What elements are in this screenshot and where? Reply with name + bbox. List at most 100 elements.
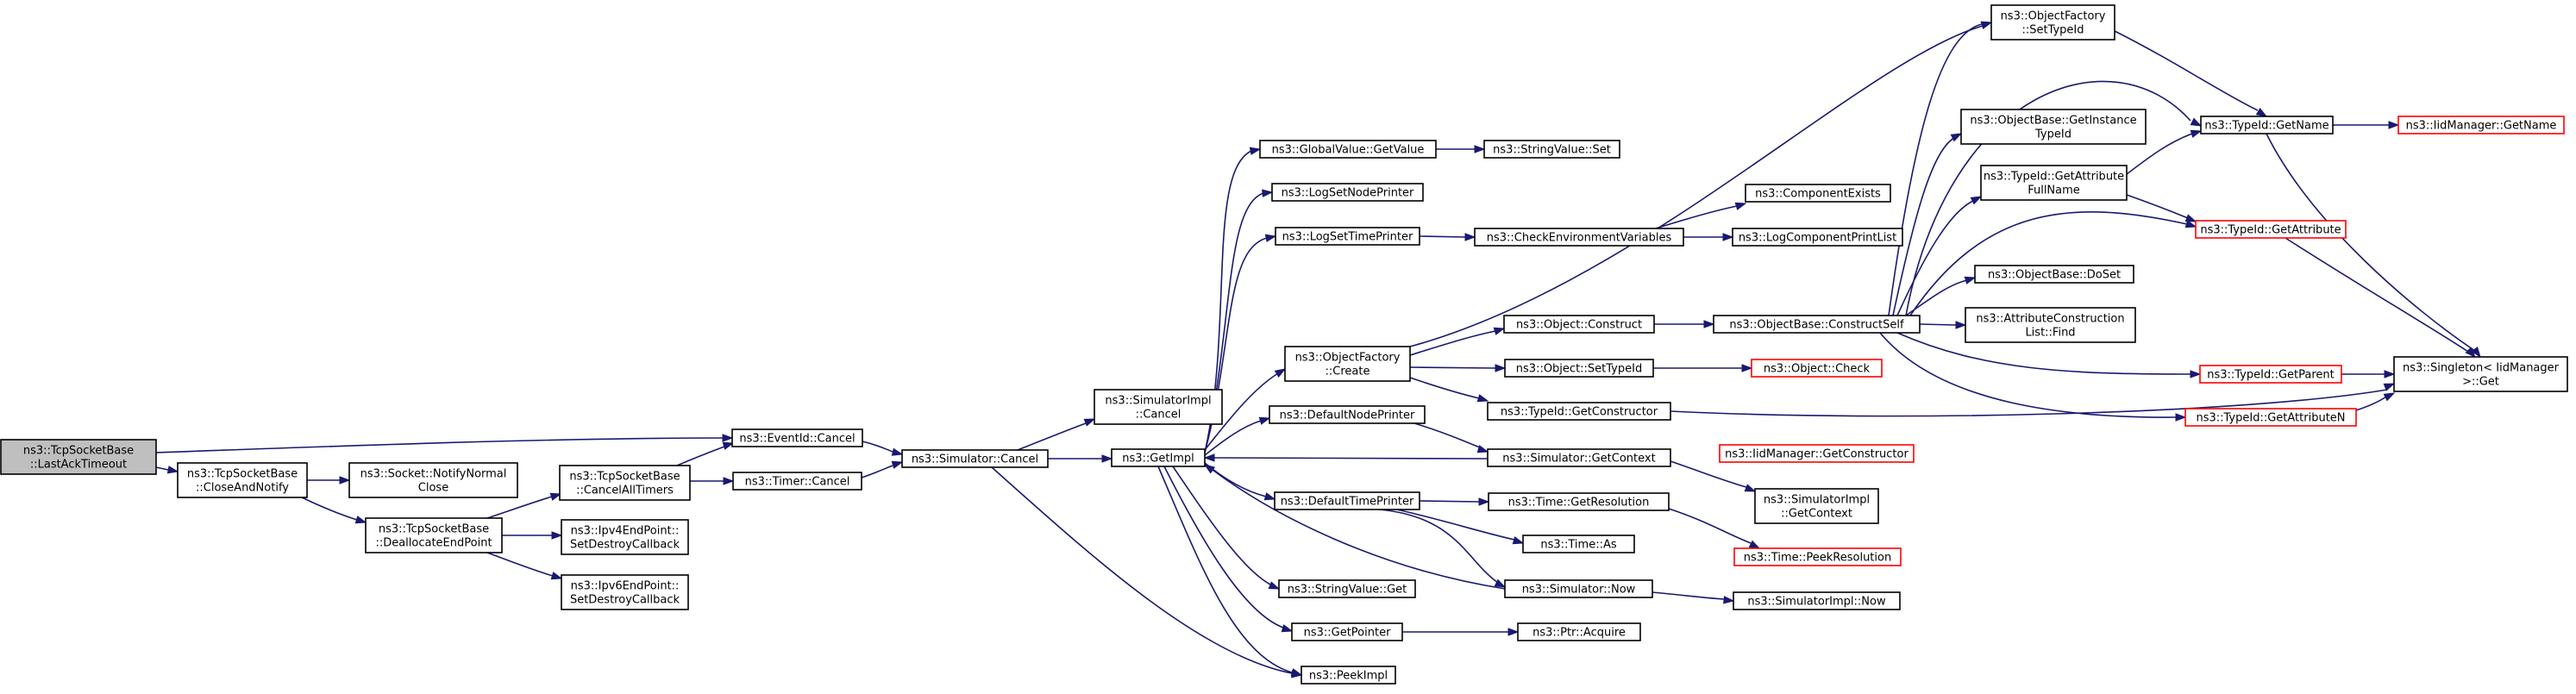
call-edge-line [486,496,553,519]
node-stringvalue-get[interactable]: ns3::StringValue::Get [1278,579,1416,598]
node-typeid-getname[interactable]: ns3::TypeId::GetName [2200,116,2334,134]
call-edge [1204,416,1271,456]
node-box [1517,622,1641,641]
node-checkenvvars[interactable]: ns3::CheckEnvironmentVariables [1474,228,1684,247]
arrowhead [2471,346,2481,359]
node-typeid-getconstructor[interactable]: ns3::TypeId::GetConstructor [1487,402,1671,421]
node-objectfactory-create[interactable]: ns3::ObjectFactory::Create [1284,346,1411,382]
arrowhead [2190,117,2203,127]
call-edge [1683,233,1734,241]
call-edge-line [1652,591,1725,600]
node-time-peekresolution[interactable]: ns3::Time::PeekResolution [1733,547,1902,566]
node-box [559,465,691,501]
call-edge [1905,80,2203,316]
node-iidmanager-getname[interactable]: ns3::IidManager::GetName [2397,116,2565,134]
call-edge-line [1409,330,1496,356]
node-cancelalltimers[interactable]: ns3::TcpSocketBase::CancelAllTimers [559,465,691,501]
node-object-check[interactable]: ns3::Object::Check [1751,359,1883,378]
arrowhead [2255,108,2268,117]
node-object-settypeid[interactable]: ns3::Object::SetTypeId [1504,359,1654,378]
arrowhead [2184,220,2197,228]
call-edge [1172,466,1281,590]
call-edge [1409,327,1506,356]
node-ptr-acquire[interactable]: ns3::Ptr::Acquire [1517,622,1641,641]
node-timer-cancel[interactable]: ns3::Timer::Cancel [732,472,862,491]
node-label: ns3::Object::SetTypeId [1516,363,1642,376]
node-simulator-now[interactable]: ns3::Simulator::Now [1504,579,1653,598]
node-simulator-cancel[interactable]: ns3::Simulator::Cancel [901,449,1049,468]
node-root[interactable]: ns3::TcpSocketBase::LastAckTimeout [0,439,157,475]
node-simulator-getcontext[interactable]: ns3::Simulator::GetContext [1487,448,1671,467]
node-defaulttimeprinter[interactable]: ns3::DefaultTimePrinter [1274,491,1420,510]
call-edge [862,441,904,456]
node-ipv6-setdestroy[interactable]: ns3::Ipv6EndPoint::SetDestroyCallback [561,574,689,610]
node-logsetnodeprinter[interactable]: ns3::LogSetNodePrinter [1271,183,1424,202]
call-edge [1892,133,1963,316]
arrowhead [1950,133,1963,142]
node-label: SetDestroyCallback [570,594,680,607]
node-simulatorimpl-now[interactable]: ns3::SimulatorImpl::Now [1733,591,1901,610]
node-label: ns3::ObjectBase::GetInstance [1970,115,2136,128]
node-logcomponentprintlist[interactable]: ns3::LogComponentPrintList [1732,228,1903,247]
call-edge [1157,466,1303,677]
arrowhead [1268,581,1281,590]
node-time-getresolution[interactable]: ns3::Time::GetResolution [1488,492,1670,511]
call-edge-line [991,466,1293,674]
arrowhead [1493,327,1506,335]
node-label: ::Cancel [1136,409,1181,422]
call-edge [1402,628,1520,636]
call-edge [1896,332,2202,378]
node-typeid-getattributen[interactable]: ns3::TypeId::GetAttributeN [2184,408,2357,427]
call-edge [1203,453,1489,462]
call-edge [307,476,351,485]
arrowhead [723,477,735,485]
call-edge-line [1204,420,1262,456]
node-simulatorimpl-getcontext[interactable]: ns3::SimulatorImpl::GetContext [1754,488,1879,524]
node-box [1990,4,2115,41]
call-edge [1653,364,1753,372]
node-label: ns3::Socket::NotifyNormal [360,468,507,481]
node-ipv4-setdestroy[interactable]: ns3::Ipv4EndPoint::SetDestroyCallback [561,519,689,555]
call-edge [1409,364,1507,372]
node-eventid-cancel[interactable]: ns3::EventId::Cancel [731,428,863,447]
node-objectbase-constructself[interactable]: ns3::ObjectBase::ConstructSelf [1713,315,1921,334]
node-defaultnodeprinter[interactable]: ns3::DefaultNodePrinter [1269,405,1426,424]
node-globalvalue-getvalue[interactable]: ns3::GlobalValue::GetValue [1259,140,1437,159]
arrowhead [1264,234,1277,242]
node-stringvalue-set[interactable]: ns3::StringValue::Set [1483,140,1620,159]
call-edge-line [1409,377,1480,399]
node-box [1259,140,1437,159]
node-box [2199,365,2342,384]
call-edge [690,477,735,485]
node-peekimpl[interactable]: ns3::PeekImpl [1301,666,1396,685]
call-edge [676,441,735,466]
call-edge [1379,509,1507,588]
node-box [1488,492,1670,511]
node-objectbase-doset[interactable]: ns3::ObjectBase::DoSet [1974,265,2134,284]
arrowhead [1249,147,1262,155]
node-box [1274,491,1420,510]
node-getpointer[interactable]: ns3::GetPointer [1291,622,1403,641]
node-singleton-get[interactable]: ns3::Singleton< IidManager >::Get [2393,356,2568,392]
node-typeid-getattribute[interactable]: ns3::TypeId::GetAttribute [2195,220,2347,239]
node-deallocateendpoint[interactable]: ns3::TcpSocketBase::DeallocateEndPoint [365,517,503,553]
node-object-construct[interactable]: ns3::Object::Construct [1503,315,1655,334]
arrowhead [1474,145,1486,153]
node-closeandnotify[interactable]: ns3::TcpSocketBase::CloseAndNotify [177,462,308,498]
call-edge-line [1419,235,1466,238]
node-time-as[interactable]: ns3::Time::As [1522,535,1635,553]
node-iidmanager-getconstructor[interactable]: ns3::IidManager::GetConstructor [1719,444,1915,463]
node-objectfactory-settypeid[interactable]: ns3::ObjectFactory::SetTypeId [1990,4,2115,41]
node-simulatorimpl-cancel[interactable]: ns3::SimulatorImpl::Cancel [1094,389,1223,425]
node-getimpl[interactable]: ns3::GetImpl [1111,448,1206,467]
node-typeid-getparent[interactable]: ns3::TypeId::GetParent [2199,365,2342,384]
arrowhead [1494,578,1507,588]
node-componentexists[interactable]: ns3::ComponentExists [1745,184,1891,203]
node-logsettimeprinter[interactable]: ns3::LogSetTimePrinter [1275,227,1420,246]
call-edge-line [1879,332,2177,418]
